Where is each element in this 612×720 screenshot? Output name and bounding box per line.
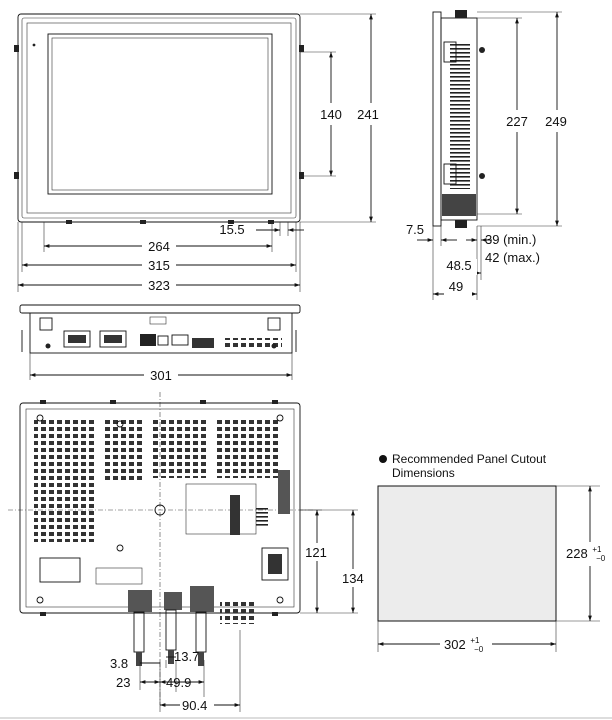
- side-view: 227 249 7.5 39 (min.) 42 (max.) 48.5 49: [406, 10, 572, 300]
- dim-side-42-max: 42 (max.): [485, 250, 540, 265]
- bottom-view: 301: [19, 304, 301, 383]
- dim-side-249: 249: [545, 114, 567, 129]
- dim-side-49: 49: [449, 279, 463, 294]
- dim-rear-49-9: 49.9: [166, 675, 191, 690]
- dim-front-315: 315: [148, 258, 170, 273]
- bullet-icon: [379, 455, 387, 463]
- front-view: 140 241 15.5 264 315 323: [14, 13, 384, 293]
- dim-cutout-302: 302 +1 −0: [444, 631, 484, 654]
- dim-front-264: 264: [148, 239, 170, 254]
- cutout-heading-line1: Recommended Panel Cutout: [392, 452, 547, 466]
- panel-cutout: Recommended Panel Cutout Dimensions 228 …: [377, 452, 612, 654]
- dim-side-227: 227: [506, 114, 528, 129]
- dim-rear-3-8: 3.8: [110, 656, 128, 671]
- dim-front-140: 140: [320, 107, 342, 122]
- dim-side-48-5: 48.5: [446, 258, 471, 273]
- dim-rear-134: 134: [342, 571, 364, 586]
- cutout-rect: [377, 485, 557, 622]
- dim-side-7-5: 7.5: [406, 222, 424, 237]
- power-led-icon: [32, 43, 36, 47]
- cutout-heading-line2: Dimensions: [392, 466, 455, 480]
- dim-rear-13-7: 13.7: [174, 649, 199, 664]
- dim-rear-90-4: 90.4: [182, 698, 207, 713]
- dim-front-15-5: 15.5: [219, 222, 244, 237]
- rear-view: 121 134 3.8 13.7 23 49.9 90.4: [8, 392, 368, 713]
- dim-front-241: 241: [357, 107, 379, 122]
- dim-cutout-228: 228 +1 −0: [566, 540, 606, 563]
- dim-front-323: 323: [148, 278, 170, 293]
- dim-side-39-min: 39 (min.): [485, 232, 536, 247]
- dim-bottom-301: 301: [150, 368, 172, 383]
- dim-rear-121: 121: [305, 545, 327, 560]
- dim-rear-23: 23: [116, 675, 130, 690]
